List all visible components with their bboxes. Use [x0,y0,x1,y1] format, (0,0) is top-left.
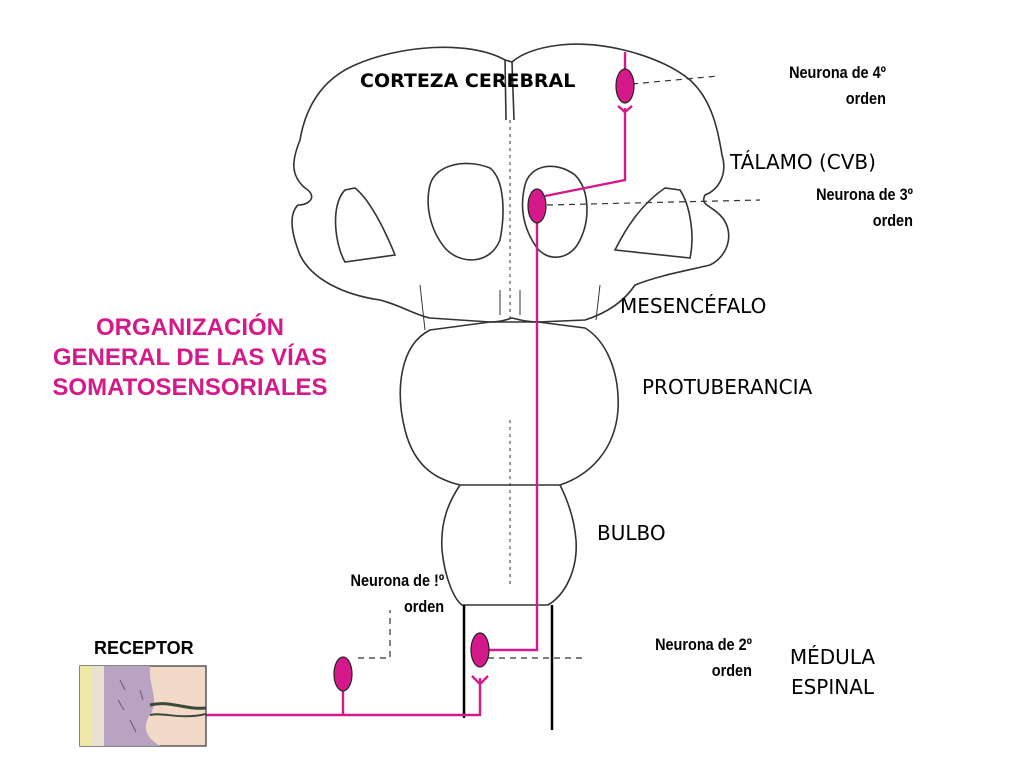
third-line-1: Neurona de 3º [816,185,913,204]
label-first-neuron: Neurona de !º orden [350,568,444,620]
third-line-2: orden [872,211,913,230]
first-line-1: Neurona de !º [350,571,444,590]
label-third-neuron: Neurona de 3º orden [816,182,913,234]
first-neuron-soma [333,656,353,692]
leader-lines [358,75,761,659]
label-receptor: RECEPTOR [94,638,194,658]
pathway [206,52,633,717]
synapse-fork-spinal [471,675,489,686]
label-second-neuron: Neurona de 2º orden [655,632,752,684]
label-spinal-cord: MÉDULA ESPINAL [770,642,895,702]
spinal-line-2: ESPINAL [790,675,875,699]
title-line-1: ORGANIZACIÓN [96,314,284,341]
leader-third [546,199,761,206]
leader-fourth [631,75,719,85]
spinal-line-1: MÉDULA [789,645,876,669]
right-thalamus [521,165,588,258]
label-medulla: BULBO [597,521,666,545]
pathway-peripheral [206,678,482,717]
synapse-fork-cortex [617,105,633,114]
fourth-line-1: Neurona de 4º [789,63,886,82]
cerebrum-outline [291,43,730,323]
first-line-2: orden [403,597,444,616]
central-fissure [504,59,515,121]
second-line-2: orden [711,661,752,680]
third-neuron-axon [544,108,627,198]
third-neuron-soma [527,188,547,224]
fourth-neuron-soma [615,68,635,104]
label-pons: PROTUBERANCIA [642,375,813,399]
pons-outline [399,321,619,486]
left-thalamus [427,162,504,261]
brain-outline [291,43,730,730]
diagram-title: ORGANIZACIÓN GENERAL DE LAS VÍAS SOMATOS… [20,313,360,403]
neuron-bodies [333,68,635,692]
right-lateral-shape [613,187,693,259]
second-neuron-axon [488,222,539,652]
left-lateral-shape [334,187,397,263]
second-line-1: Neurona de 2º [655,635,752,654]
label-cortex: CORTEZA CEREBRAL [360,70,576,92]
fourth-line-2: orden [845,89,886,108]
receptor-image [79,665,207,747]
label-fourth-neuron: Neurona de 4º orden [789,60,886,112]
second-neuron-soma [470,632,490,668]
label-midbrain: MESENCÉFALO [620,294,767,318]
label-thalamus: TÁLAMO (CVB) [730,150,876,174]
title-line-3: SOMATOSENSORIALES [52,374,328,401]
title-line-2: GENERAL DE LAS VÍAS [52,344,328,371]
medulla-outline [440,484,577,606]
